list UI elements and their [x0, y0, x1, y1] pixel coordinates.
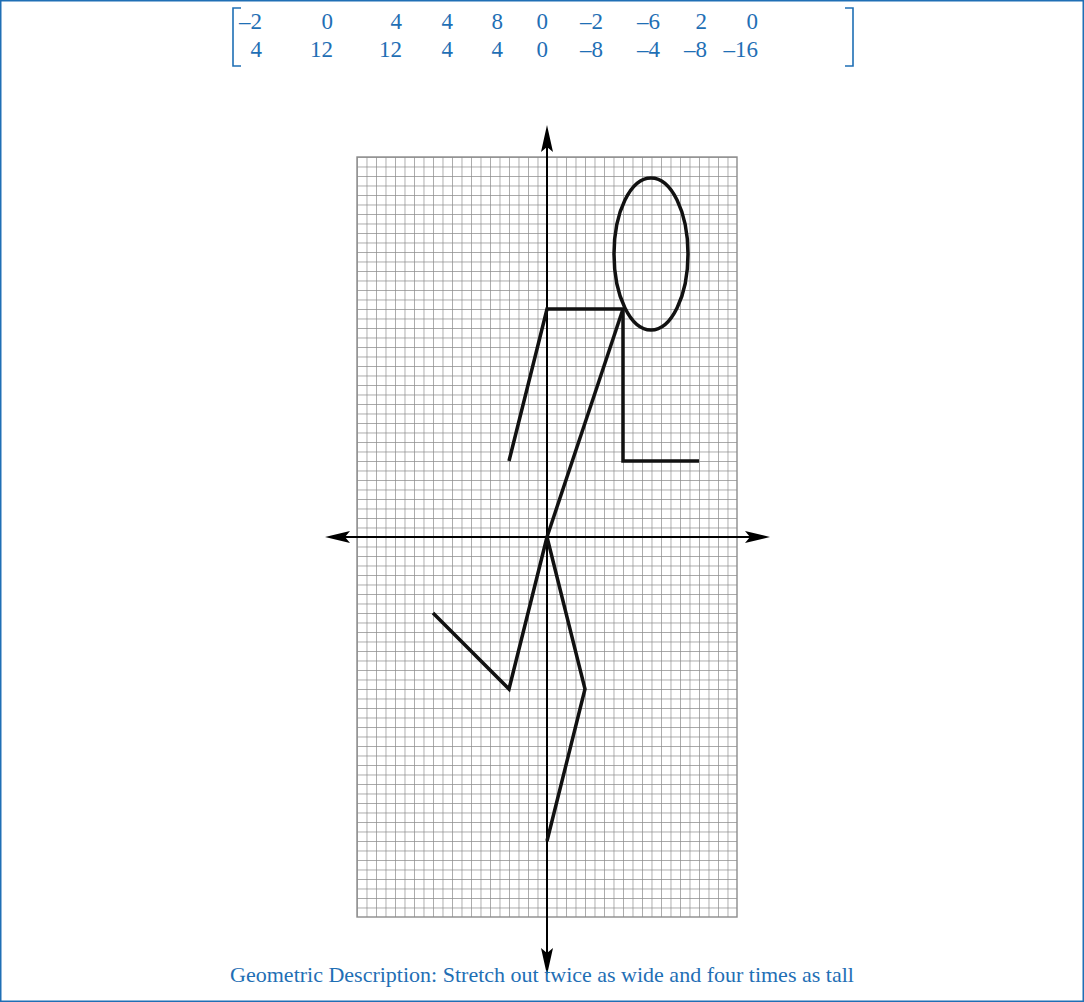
matrix-entry: 4	[393, 8, 453, 36]
stick-figure	[433, 178, 699, 841]
axes	[325, 125, 770, 975]
matrix-entry: 4	[443, 36, 503, 64]
matrix-entry: 8	[443, 8, 503, 36]
matrix-entry: –2	[202, 8, 262, 36]
matrix-entry: –6	[600, 8, 660, 36]
matrix-entry: 0	[488, 36, 548, 64]
matrix-entry: 0	[273, 8, 333, 36]
matrix-entry: 4	[342, 8, 402, 36]
matrix-entry: 2	[647, 8, 707, 36]
matrix-entry: –2	[543, 8, 603, 36]
matrix-entry: –8	[543, 36, 603, 64]
matrix-entry: –8	[647, 36, 707, 64]
matrix-entry: 0	[488, 8, 548, 36]
matrix-entry: 4	[393, 36, 453, 64]
matrix-entry: 12	[342, 36, 402, 64]
matrix-entry: –4	[600, 36, 660, 64]
matrix-entry: 12	[273, 36, 333, 64]
matrix-entry: –16	[698, 36, 758, 64]
matrix-bracket	[845, 8, 853, 66]
matrix-entry: 0	[698, 8, 758, 36]
matrix-entry: 4	[202, 36, 262, 64]
caption-text: Geometric Description: Stretch out twice…	[230, 961, 854, 989]
